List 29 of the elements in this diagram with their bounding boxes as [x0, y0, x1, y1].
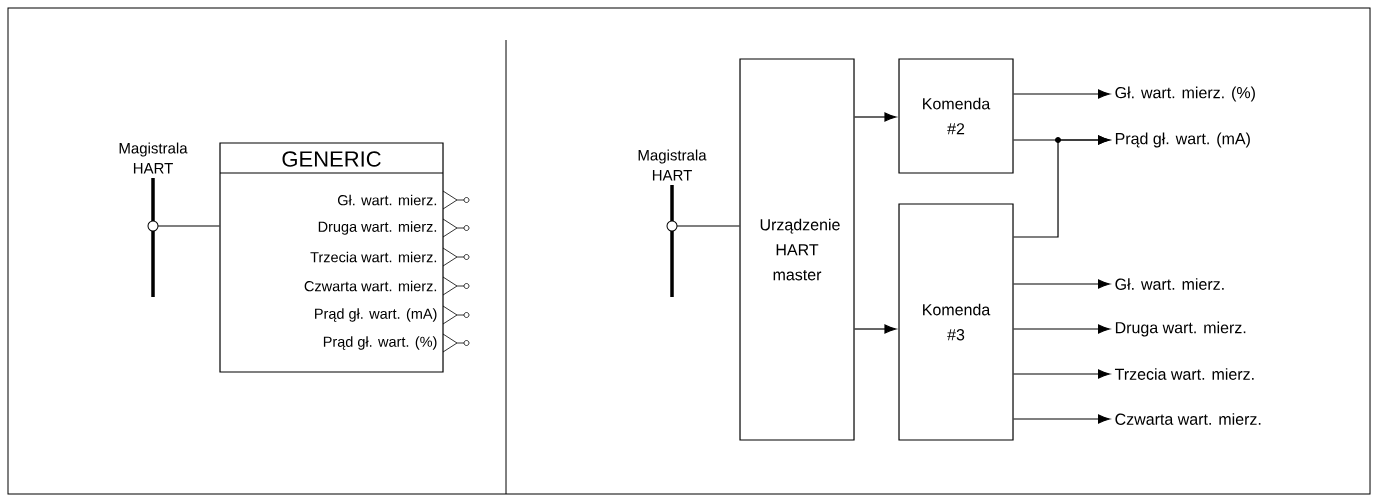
connector — [1013, 324, 1110, 334]
output-label: Druga wart. mierz. — [1115, 321, 1246, 337]
process-box: Urządzenie HART master — [739, 58, 855, 441]
connector — [854, 112, 897, 122]
output-label: Druga wart. mierz. — [318, 221, 437, 235]
bus-line — [147, 178, 159, 297]
connector — [1013, 279, 1110, 289]
bus-label: Magistrala HART — [119, 142, 188, 174]
output-label: Prąd gł. wart. (mA) — [315, 308, 437, 322]
output-label: Czwarta wart. mierz. — [304, 280, 437, 292]
process-box: Komenda #3 — [898, 203, 1014, 441]
connector — [1013, 369, 1110, 379]
output-label: Gł. wart. mierz. (%) — [1115, 86, 1255, 102]
bus-line — [666, 185, 678, 297]
output-label: Czwarta wart. mierz. — [1115, 413, 1261, 425]
output-label: Trzecia wart. mierz. — [1115, 368, 1254, 380]
connector — [1013, 89, 1110, 99]
bus-label: Magistrala HART — [638, 149, 707, 181]
connector — [854, 324, 897, 334]
connector — [1013, 414, 1110, 424]
connector — [1013, 135, 1110, 238]
process-box: Komenda #2 — [898, 58, 1014, 174]
output-label: Prąd gł. wart. (%) — [323, 336, 437, 350]
connector — [157, 225, 220, 227]
output-label: Prąd gł. wart. (mA) — [1115, 132, 1250, 148]
output-label: Gł. wart. mierz. — [1115, 278, 1224, 290]
connector — [676, 225, 740, 227]
output-label: Gł. wart. mierz. — [338, 194, 437, 206]
output-label: Trzecia wart. mierz. — [310, 251, 437, 263]
